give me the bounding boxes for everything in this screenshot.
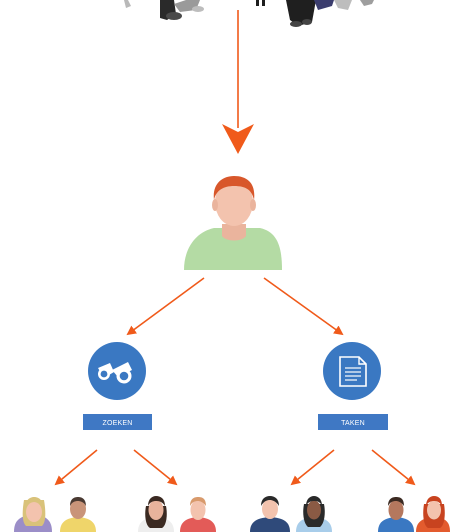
person-icon — [14, 497, 52, 532]
zoeken-node — [88, 342, 146, 400]
person-icon — [180, 497, 216, 532]
person-icon — [138, 496, 174, 532]
arrow-taken-left — [290, 449, 335, 486]
manager-person — [184, 176, 282, 270]
zoeken-label: ZOEKEN — [83, 414, 152, 430]
arrow-zoeken-right — [133, 449, 178, 486]
arrow-to-zoeken — [126, 277, 205, 336]
person-icon — [378, 497, 414, 532]
team-zoeken-b — [138, 496, 216, 532]
arrowhead — [222, 124, 254, 154]
person-icon — [296, 496, 332, 532]
zoeken-label-text: ZOEKEN — [103, 420, 133, 427]
taken-label: TAKEN — [318, 414, 388, 430]
person-icon — [250, 496, 290, 532]
arrow-taken-right — [371, 449, 416, 486]
arrow-to-taken — [263, 277, 344, 336]
person-icon — [256, 0, 374, 27]
taken-node — [323, 342, 381, 400]
taken-label-text: TAKEN — [341, 420, 365, 427]
team-taken-b — [378, 496, 450, 532]
person-icon — [416, 496, 450, 532]
team-taken-a — [250, 496, 332, 532]
top-group-people — [124, 0, 374, 27]
document-icon — [339, 356, 367, 387]
person-icon — [124, 0, 204, 20]
team-zoeken-a — [14, 497, 96, 532]
binoculars-icon — [98, 362, 132, 384]
arrow-zoeken-left — [54, 449, 98, 486]
person-icon — [60, 497, 96, 532]
